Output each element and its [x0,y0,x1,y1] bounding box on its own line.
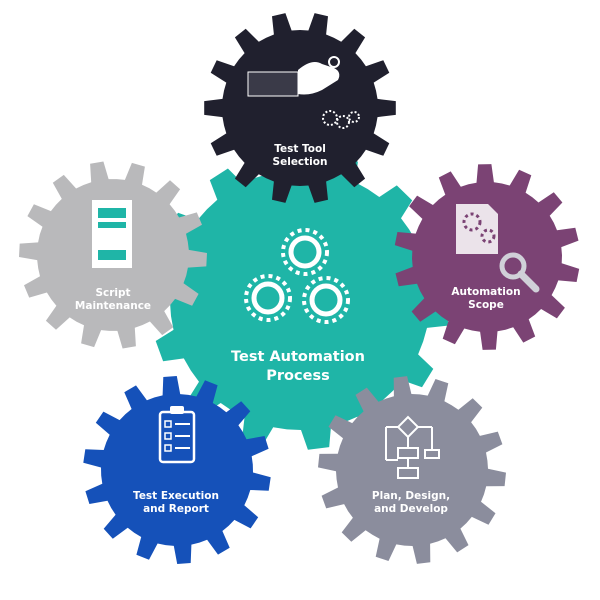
tool-selection-label-line2: Selection [273,156,328,168]
execution-report-gear-shape [83,376,271,564]
gears-icon [244,228,350,324]
flowchart-icon [385,415,440,479]
plan-design-develop-gear-shape [318,376,506,564]
center-title-line1: Test Automation [231,349,365,365]
plan-design-develop-label-line1: Plan, Design, [372,490,450,502]
step-test-execution-report: Test Execution and Report [83,376,271,564]
center-gear-shape [150,150,450,450]
automation-scope-gear-shape [394,164,580,350]
script-document-icon [92,200,132,268]
step-test-tool-selection: Test Tool Selection [204,13,396,203]
step-script-maintenance: Script Maintenance [19,161,207,349]
step-plan-design-develop: Plan, Design, and Develop [318,376,506,564]
execution-report-label-line1: Test Execution [133,490,219,502]
center-title-line2: Process [266,368,329,384]
center-gear: Test Automation Process [150,150,450,450]
step-automation-scope: Automation Scope [394,164,580,350]
automation-scope-label-line1: Automation [451,286,520,298]
automation-scope-label-line2: Scope [468,299,504,311]
execution-report-label-line2: and Report [143,503,209,515]
tool-selection-label-line1: Test Tool [274,143,326,155]
hand-with-gears-icon [247,56,360,129]
script-maintenance-label-line2: Maintenance [75,300,151,312]
document-magnifier-icon [456,204,540,293]
script-maintenance-label-line1: Script [95,287,130,299]
tool-selection-gear-shape [204,13,396,203]
clipboard-checklist-icon [158,406,196,464]
plan-design-develop-label-line2: and Develop [374,503,448,515]
